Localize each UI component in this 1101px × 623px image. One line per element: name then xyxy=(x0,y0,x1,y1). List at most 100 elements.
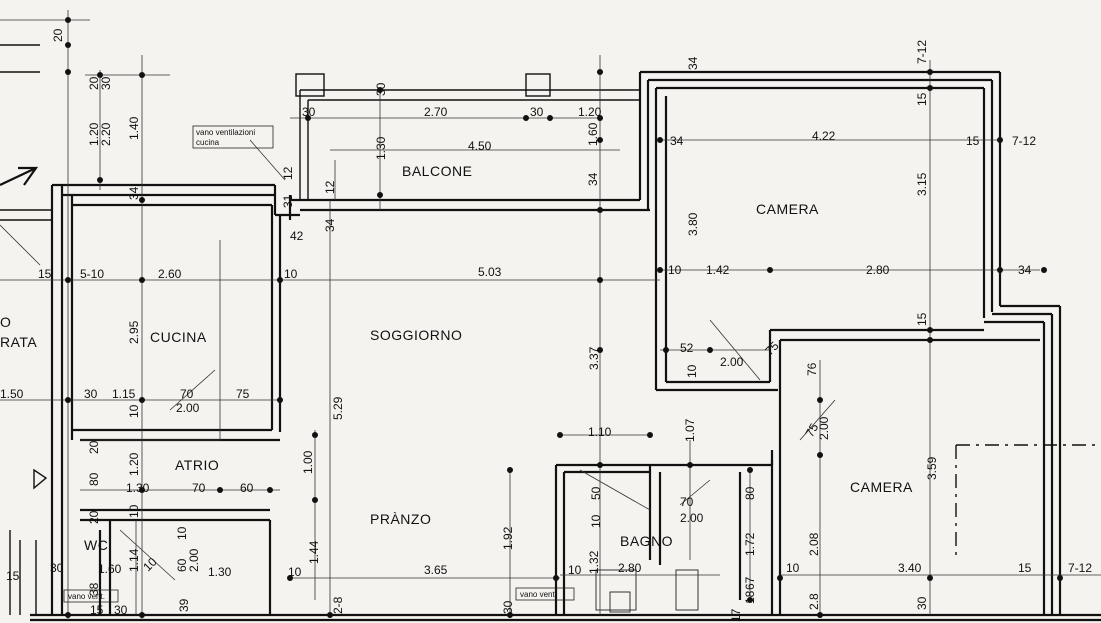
dim-label: 2.00 xyxy=(176,401,200,415)
dim-label: 80 xyxy=(743,486,757,500)
dim-label: 2.80 xyxy=(618,561,642,575)
dim-label: 12 xyxy=(323,180,337,194)
dim-label: 10 xyxy=(127,504,141,518)
note-vano-vent-bagno: vano vent. xyxy=(520,590,557,599)
dim-label: 4.50 xyxy=(468,139,492,153)
dim-label: 2.08 xyxy=(807,532,821,556)
dim-label: 1.42 xyxy=(706,263,730,277)
dim-label: 70 xyxy=(180,387,194,401)
dim-label: 1.20 xyxy=(578,105,602,119)
dim-label: 75 xyxy=(762,339,782,359)
dim-label: 30 xyxy=(99,76,113,90)
dim-label: 1.00 xyxy=(301,450,315,474)
dim-label: 10 xyxy=(589,514,603,528)
dim-label: 1.15 xyxy=(112,387,136,401)
walls xyxy=(0,44,1101,622)
dim-label: 1.32 xyxy=(587,550,601,574)
dim-label: 12 xyxy=(281,166,295,180)
dim-label: 1.40 xyxy=(127,116,141,140)
dim-label: 3.37 xyxy=(587,346,601,370)
dim-label: 3.80 xyxy=(686,212,700,236)
dim-label: 2.95 xyxy=(127,320,141,344)
dim-label: 1.10 xyxy=(588,425,612,439)
dim-label: 70 xyxy=(192,481,206,495)
dim-label: 30 xyxy=(501,600,515,614)
dim-label: 17 xyxy=(729,608,743,622)
dim-label: 10 xyxy=(288,565,302,579)
dim-label: 2.00 xyxy=(187,548,201,572)
dim-label: 15 xyxy=(38,267,52,281)
dim-label: 39 xyxy=(177,598,191,612)
dimension-labels: 2.70 4.50 30 30 1.20 34 4.22 15 7-12 10 … xyxy=(0,28,1092,622)
dim-label: 30 xyxy=(530,105,544,119)
dim-label: 34 xyxy=(670,134,684,148)
dim-label: 2-8 xyxy=(331,596,345,614)
room-wc: WC xyxy=(84,537,108,553)
room-labels: BALCONE CAMERA CUCINA SOGGIORNO ATRIO PR… xyxy=(0,163,913,553)
dim-label: 3.65 xyxy=(424,563,448,577)
room-entrata-fragment-2: RATA xyxy=(0,334,37,350)
dim-label: 31 xyxy=(281,194,295,208)
room-atrio: ATRIO xyxy=(175,457,219,473)
dim-label: 15 xyxy=(915,312,929,326)
dim-label: 10 xyxy=(284,267,298,281)
dim-label: 5.29 xyxy=(331,396,345,420)
dim-label: 34 xyxy=(586,172,600,186)
room-bagno: BAGNO xyxy=(620,533,673,549)
dim-label: 42 xyxy=(290,229,304,243)
dim-label: 80 xyxy=(87,472,101,486)
note-cucina: cucina xyxy=(196,138,220,147)
dim-label: 15 xyxy=(1018,561,1032,575)
dim-label: 52 xyxy=(680,341,694,355)
dim-label: 10 xyxy=(127,404,141,418)
dimension-lines xyxy=(0,10,1101,620)
dim-label: 67 xyxy=(743,576,757,590)
dim-label: 1.30 xyxy=(374,136,388,160)
dim-label: 5-10 xyxy=(80,267,104,281)
dim-label: 1.14 xyxy=(127,548,141,572)
dim-label: 3.59 xyxy=(925,456,939,480)
dim-label: 60 xyxy=(240,481,254,495)
dim-label: 30 xyxy=(374,82,388,96)
dim-label: 1.50 xyxy=(0,387,24,401)
dim-label: 38 xyxy=(87,582,101,596)
dim-label: 5.03 xyxy=(478,265,502,279)
dim-label: 20 xyxy=(87,76,101,90)
dim-label: 4.22 xyxy=(812,129,836,143)
room-balcone: BALCONE xyxy=(402,163,472,179)
dim-label: 7-12 xyxy=(915,40,929,64)
dim-label: 10 xyxy=(175,526,189,540)
dim-label: 18 xyxy=(743,590,757,604)
dim-label: 34 xyxy=(323,218,337,232)
dim-label: 10 xyxy=(568,563,582,577)
room-cucina: CUCINA xyxy=(150,329,207,345)
dim-label: 34 xyxy=(686,56,700,70)
dim-label: 2.70 xyxy=(424,105,448,119)
dim-label: 15 xyxy=(6,569,20,583)
dim-label: 2.00 xyxy=(680,511,704,525)
note-vano-vent-wc: vano vent. xyxy=(68,592,105,601)
dim-label: 20 xyxy=(87,440,101,454)
dim-label: 1.72 xyxy=(743,532,757,556)
dim-label: 2.80 xyxy=(866,263,890,277)
dim-label: 3.15 xyxy=(915,172,929,196)
dim-label: 1.44 xyxy=(307,540,321,564)
dim-label: 7-12 xyxy=(1012,134,1036,148)
dim-label: 1.20 xyxy=(87,122,101,146)
dim-label: 30 xyxy=(114,603,128,617)
dim-label: 1.60 xyxy=(586,122,600,146)
dim-label: 75 xyxy=(802,421,821,440)
dim-label: 15 xyxy=(966,134,980,148)
dim-label: 10 xyxy=(685,364,699,378)
dim-label: 75 xyxy=(236,387,250,401)
dim-label: 15 xyxy=(90,603,104,617)
dim-label: 2.60 xyxy=(158,267,182,281)
dim-label: 1.60 xyxy=(98,562,122,576)
dim-label: 30 xyxy=(302,105,316,119)
dim-label: 1.30 xyxy=(126,481,150,495)
room-entrata-fragment-1: O xyxy=(0,314,11,330)
dim-label: 15 xyxy=(915,92,929,106)
dim-label: 34 xyxy=(127,186,141,200)
note-vano-ventilazioni: vano ventilazioni xyxy=(196,128,255,137)
